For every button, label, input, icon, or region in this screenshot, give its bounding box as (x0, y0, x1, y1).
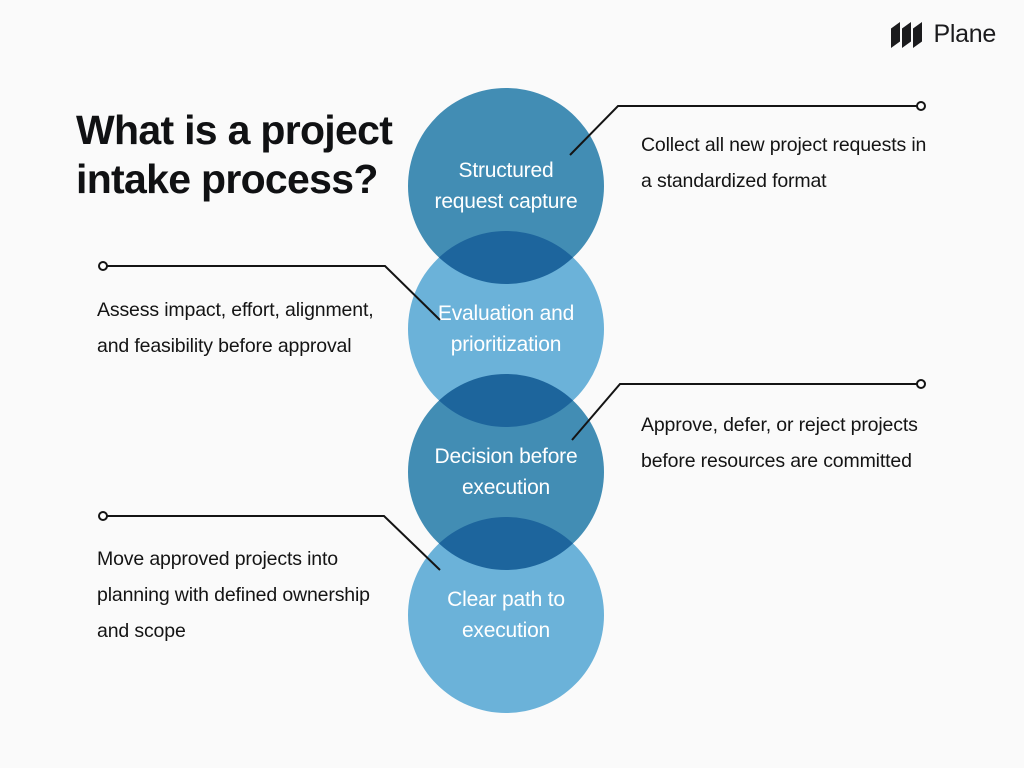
leader-line-1 (569, 105, 918, 156)
leader-endpoint-2 (98, 261, 108, 271)
leader-endpoint-3 (916, 379, 926, 389)
brand-name: Plane (933, 20, 997, 48)
stage-note-4: Move approved projects into planning wit… (97, 548, 370, 642)
stage-label-3: Decision before execution (434, 445, 578, 499)
leader-endpoint-1 (916, 101, 926, 111)
brand-lockup: Plane (890, 20, 997, 49)
leader-line-3 (571, 383, 918, 441)
stage-note-1: Collect all new project requests in a st… (641, 134, 927, 192)
stage-note-2: Assess impact, effort, alignment, and fe… (97, 299, 374, 357)
plane-logo-icon (890, 21, 922, 48)
stage-label-2: Evaluation and prioritization (437, 302, 575, 356)
leader-endpoint-4 (98, 511, 108, 521)
stage-note-3: Approve, defer, or reject projects befor… (641, 414, 918, 472)
leader-line-4 (106, 515, 441, 571)
stage-label-4: Clear path to execution (447, 588, 565, 642)
stage-label-1: Structured request capture (434, 159, 578, 213)
leader-line-2 (106, 265, 441, 321)
page-title: What is a project intake process? (76, 107, 393, 203)
